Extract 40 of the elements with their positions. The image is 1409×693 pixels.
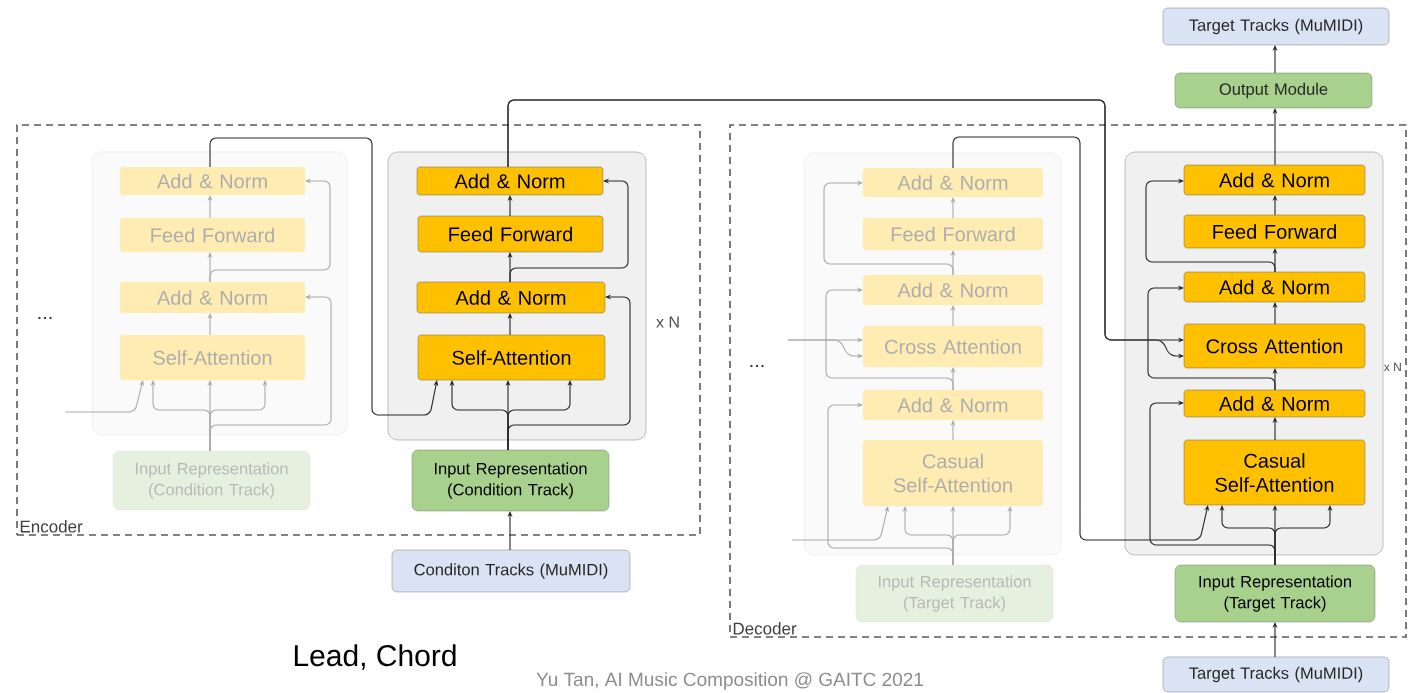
module-box: Output Module <box>1174 72 1373 109</box>
layer-box: Feed Forward <box>862 217 1044 251</box>
arrow <box>825 287 954 391</box>
arrow <box>827 402 954 566</box>
layer-box: Self-Attention <box>417 334 606 381</box>
tracks-box: Conditon Tracks (MuMIDI) <box>391 549 631 593</box>
repeat-label: x N <box>656 316 679 328</box>
layer-box: Add & Norm <box>416 281 606 314</box>
tracks-box: Target Tracks (MuMIDI) <box>1162 656 1390 693</box>
input-box: Input Representation (Condition Track) <box>411 449 610 512</box>
layer-box: Add & Norm <box>1183 271 1366 303</box>
input-box: Input Representation (Target Track) <box>855 564 1054 623</box>
layer-box: Feed Forward <box>417 215 604 253</box>
tracks-box: Target Tracks (MuMIDI) <box>1162 7 1390 46</box>
layer-box: Add & Norm <box>119 166 306 196</box>
layer-box: Add & Norm <box>1183 389 1366 418</box>
layer-box: Casual Self-Attention <box>1183 439 1366 506</box>
layer-box: Cross Attention <box>1183 323 1366 369</box>
layer-box: Add & Norm <box>862 167 1044 198</box>
layer-box: Add & Norm <box>862 389 1044 421</box>
dots-label: ... <box>750 364 764 368</box>
repeat-label: x N <box>1383 362 1401 372</box>
dots-label: ... <box>38 316 52 320</box>
input-box: Input Representation (Target Track) <box>1174 564 1376 623</box>
layer-box: Add & Norm <box>416 166 604 196</box>
input-box: Input Representation (Condition Track) <box>112 450 311 511</box>
arrow <box>1147 285 1276 391</box>
layer-box: Feed Forward <box>1183 214 1366 249</box>
arrow <box>1149 400 1276 566</box>
footer-text: Yu Tan, AI Music Composition @ GAITC 2021 <box>536 672 923 690</box>
layer-box: Casual Self-Attention <box>862 439 1044 507</box>
layer-box: Feed Forward <box>119 217 306 253</box>
arrow <box>1145 178 1276 273</box>
layer-box: Add & Norm <box>119 281 306 314</box>
layer-box: Self-Attention <box>119 334 306 381</box>
arrow <box>823 180 954 276</box>
caption-text: Lead, Chord <box>294 644 456 670</box>
layer-box: Add & Norm <box>1183 164 1366 196</box>
layer-box: Cross Attention <box>862 325 1044 368</box>
layer-box: Add & Norm <box>862 274 1044 306</box>
